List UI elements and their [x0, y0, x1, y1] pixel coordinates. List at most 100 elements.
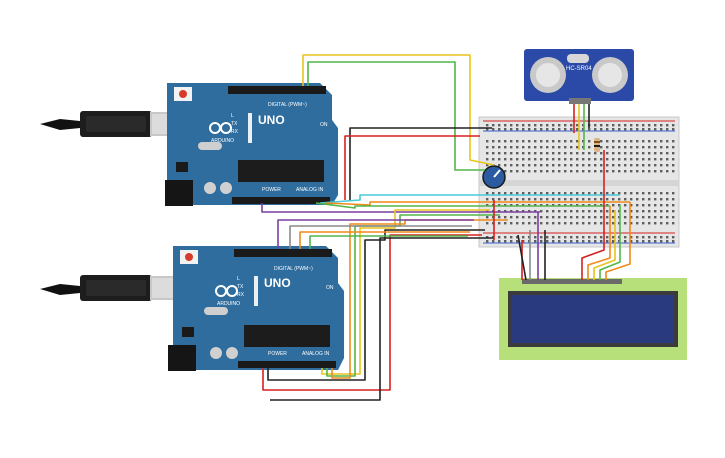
breadboard-hole: [648, 128, 651, 131]
wire-green-a: [315, 202, 610, 209]
breadboard-hole: [486, 124, 489, 127]
breadboard-hole: [654, 216, 657, 219]
breadboard-hole: [552, 198, 555, 201]
breadboard-hole: [648, 152, 651, 155]
wire-green-c: [309, 235, 468, 249]
breadboard-hole: [510, 198, 513, 201]
breadboard-hole: [558, 124, 561, 127]
breadboard-hole: [630, 236, 633, 239]
breadboard-hole: [594, 236, 597, 239]
breadboard-hole: [546, 158, 549, 161]
breadboard-hole: [486, 146, 489, 149]
breadboard-hole: [552, 240, 555, 243]
board-bottom-model: UNO: [264, 276, 291, 290]
breadboard-hole: [516, 158, 519, 161]
breadboard-hole: [612, 170, 615, 173]
breadboard-hole: [672, 210, 675, 213]
potentiometer: [482, 165, 506, 189]
breadboard-hole: [534, 152, 537, 155]
breadboard-hole: [672, 240, 675, 243]
breadboard-hole: [528, 152, 531, 155]
breadboard-hole: [588, 198, 591, 201]
breadboard-hole: [660, 240, 663, 243]
breadboard-hole: [528, 128, 531, 131]
breadboard-hole: [636, 236, 639, 239]
breadboard-hole: [552, 146, 555, 149]
breadboard-hole: [576, 146, 579, 149]
breadboard-hole: [564, 140, 567, 143]
breadboard-hole: [540, 146, 543, 149]
breadboard-hole: [492, 158, 495, 161]
breadboard-hole: [528, 146, 531, 149]
breadboard-hole: [516, 164, 519, 167]
breadboard-hole: [570, 164, 573, 167]
breadboard-hole: [672, 152, 675, 155]
breadboard-hole: [672, 158, 675, 161]
breadboard-hole: [558, 198, 561, 201]
breadboard-hole: [552, 158, 555, 161]
breadboard-hole: [636, 222, 639, 225]
breadboard-hole: [630, 240, 633, 243]
breadboard-hole: [624, 210, 627, 213]
breadboard-hole: [648, 140, 651, 143]
breadboard-hole: [552, 128, 555, 131]
breadboard-hole: [612, 124, 615, 127]
breadboard-hole: [666, 216, 669, 219]
breadboard-hole: [600, 124, 603, 127]
breadboard-hole: [630, 198, 633, 201]
breadboard-hole: [630, 164, 633, 167]
breadboard-hole: [504, 146, 507, 149]
breadboard-hole: [630, 146, 633, 149]
breadboard-hole: [594, 164, 597, 167]
wire-gray-c: [289, 225, 472, 249]
breadboard-hole: [552, 192, 555, 195]
breadboard-hole: [510, 124, 513, 127]
breadboard-hole: [534, 198, 537, 201]
breadboard-hole: [660, 140, 663, 143]
wire-black-b: [267, 229, 485, 381]
breadboard-hole: [648, 204, 651, 207]
wire-lcd-red2: [581, 150, 605, 280]
breadboard-hole: [570, 240, 573, 243]
breadboard-hole: [582, 170, 585, 173]
breadboard-hole: [666, 192, 669, 195]
breadboard-hole: [654, 236, 657, 239]
breadboard-hole: [606, 222, 609, 225]
breadboard-hole: [606, 158, 609, 161]
breadboard-hole: [624, 236, 627, 239]
breadboard-hole: [564, 170, 567, 173]
breadboard-hole: [504, 158, 507, 161]
board-top-l-label: L: [231, 113, 234, 119]
wire-green: [307, 61, 485, 171]
breadboard-hole: [660, 198, 663, 201]
breadboard-hole: [498, 222, 501, 225]
breadboard-hole: [642, 152, 645, 155]
board-bottom-rx-label: RX: [237, 292, 245, 298]
breadboard-hole: [588, 236, 591, 239]
breadboard-hole: [522, 222, 525, 225]
breadboard-hole: [540, 240, 543, 243]
breadboard-hole: [630, 152, 633, 155]
breadboard-hole: [630, 158, 633, 161]
board-top-on-label: ON: [320, 122, 328, 128]
breadboard-hole: [564, 236, 567, 239]
breadboard-hole: [666, 146, 669, 149]
breadboard-hole: [624, 164, 627, 167]
breadboard-hole: [546, 198, 549, 201]
board-top-brand: ARDUINO: [211, 138, 234, 144]
breadboard-hole: [612, 152, 615, 155]
breadboard-hole: [570, 236, 573, 239]
breadboard-hole: [666, 170, 669, 173]
breadboard-hole: [612, 240, 615, 243]
breadboard-hole: [534, 146, 537, 149]
breadboard-hole: [558, 146, 561, 149]
breadboard-hole: [546, 140, 549, 143]
breadboard-hole: [618, 140, 621, 143]
breadboard-hole: [546, 170, 549, 173]
wire-lcd-yellow: [593, 210, 616, 280]
breadboard-hole: [540, 124, 543, 127]
breadboard-hole: [612, 222, 615, 225]
breadboard-hole: [552, 124, 555, 127]
breadboard-hole: [558, 192, 561, 195]
breadboard-hole: [540, 164, 543, 167]
